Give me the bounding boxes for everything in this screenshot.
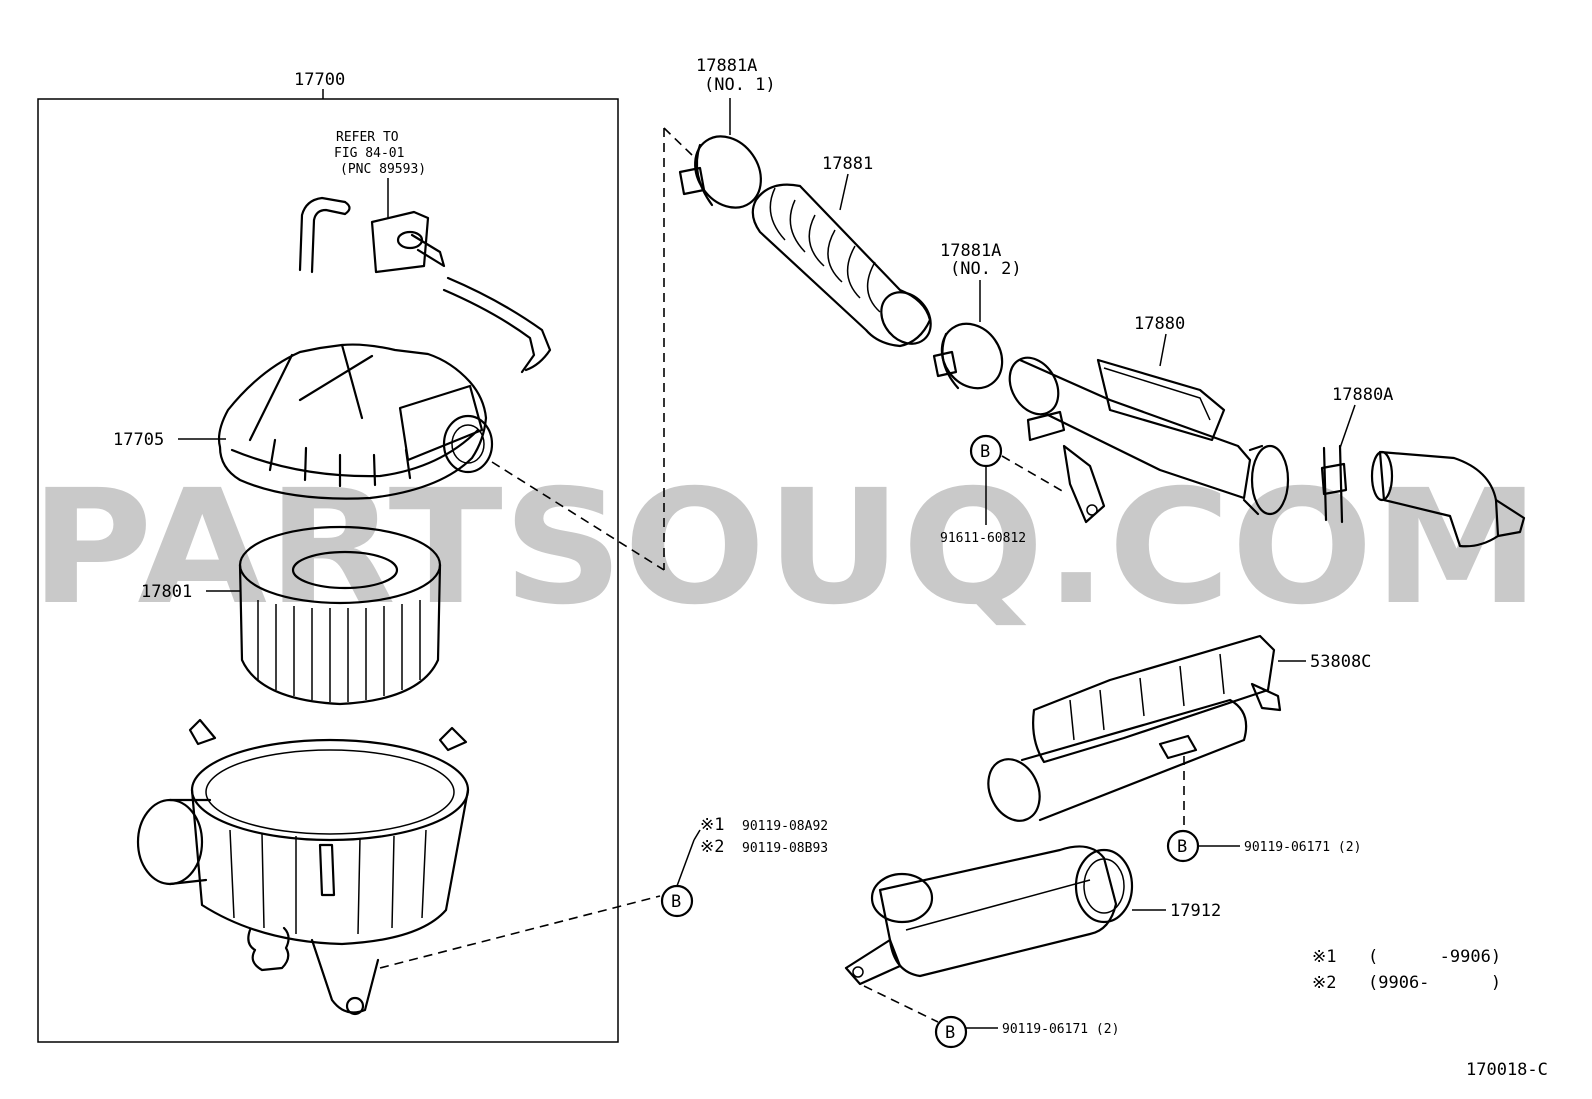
- air-cleaner-cap-part[interactable]: [217, 343, 494, 500]
- assembly-box-17700: [37, 98, 619, 1043]
- label-17912[interactable]: 17912: [1170, 901, 1221, 921]
- hose-clamp-no2-part[interactable]: [930, 312, 1015, 400]
- label-17881[interactable]: 17881: [822, 154, 873, 174]
- bolt-mark-2: ※2: [700, 837, 724, 857]
- label-17801[interactable]: 17801: [141, 582, 192, 602]
- elbow-hose-part[interactable]: [1370, 450, 1526, 548]
- intake-hose-part[interactable]: [751, 183, 941, 354]
- label-17881A-no1[interactable]: 17881A: [696, 56, 757, 76]
- ref-mark-b-4[interactable]: B: [671, 892, 681, 912]
- label-17880A[interactable]: 17880A: [1332, 385, 1393, 405]
- bolt-label-06171-upper[interactable]: 90119-06171 (2): [1244, 840, 1361, 855]
- legend-mark-1: ※1: [1312, 947, 1336, 967]
- band-clamp-part[interactable]: [1320, 444, 1348, 524]
- refer-note-line1: REFER TO: [336, 130, 399, 145]
- air-cleaner-case-part[interactable]: [136, 718, 470, 1016]
- bolt-label-91611[interactable]: 91611-60812: [940, 531, 1026, 546]
- label-53808C[interactable]: 53808C: [1310, 652, 1371, 672]
- bolt-label-08A92[interactable]: 90119-08A92: [742, 819, 828, 834]
- figure-code: 170018-C: [1466, 1060, 1548, 1080]
- air-duct-part[interactable]: [979, 634, 1282, 829]
- label-17881A-no2[interactable]: 17881A: [940, 241, 1001, 261]
- vacuum-valve-part[interactable]: [298, 196, 552, 374]
- refer-note-line2: FIG 84-01: [334, 146, 404, 161]
- bolt-label-08B93[interactable]: 90119-08B93: [742, 841, 828, 856]
- ref-mark-b-2[interactable]: B: [1177, 837, 1187, 857]
- ref-mark-b-1[interactable]: B: [980, 442, 990, 462]
- refer-note-line3: (PNC 89593): [340, 162, 426, 177]
- legend-range-2: (9906- ): [1368, 973, 1501, 993]
- label-17881A-no2-sub: (NO. 2): [950, 259, 1022, 279]
- resonator-part[interactable]: [844, 845, 1134, 986]
- legend-range-1: ( -9906): [1368, 947, 1501, 967]
- bolt-mark-1: ※1: [700, 815, 724, 835]
- legend-mark-2: ※2: [1312, 973, 1336, 993]
- intake-pipe-part[interactable]: [1000, 349, 1290, 524]
- hose-clamp-no1-part[interactable]: [678, 124, 774, 221]
- label-17700[interactable]: 17700: [294, 70, 345, 90]
- watermark-text: PARTSOUQ.COM: [30, 456, 1540, 640]
- label-17880[interactable]: 17880: [1134, 314, 1185, 334]
- ref-mark-b-3[interactable]: B: [945, 1023, 955, 1043]
- label-17705[interactable]: 17705: [113, 430, 164, 450]
- bolt-label-06171-lower[interactable]: 90119-06171 (2): [1002, 1022, 1119, 1037]
- filter-element-part[interactable]: [238, 525, 442, 706]
- label-17881A-no1-sub: (NO. 1): [704, 75, 776, 95]
